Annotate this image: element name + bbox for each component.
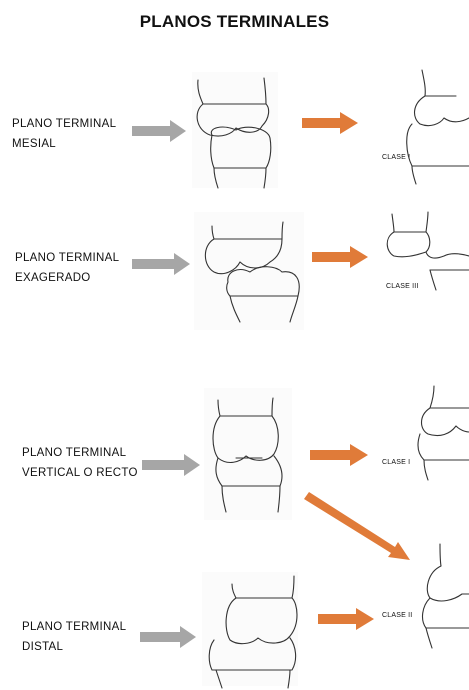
photo-distal-bg bbox=[202, 572, 298, 686]
gray-arrow-mesial bbox=[132, 120, 186, 142]
orange-arrow-2 bbox=[312, 246, 368, 268]
gray-arrow-vertical bbox=[142, 454, 200, 476]
orange-arrow-diagonal bbox=[304, 492, 410, 560]
result-teeth-3 bbox=[418, 386, 469, 480]
orange-arrow-1 bbox=[302, 112, 358, 134]
result-teeth-2 bbox=[387, 212, 469, 290]
gray-arrow-distal bbox=[140, 626, 196, 648]
result-teeth-1 bbox=[407, 70, 469, 184]
orange-arrow-3 bbox=[310, 444, 368, 466]
gray-arrow-exagerado bbox=[132, 253, 190, 275]
orange-arrow-4 bbox=[318, 608, 374, 630]
result-teeth-4 bbox=[423, 544, 469, 648]
